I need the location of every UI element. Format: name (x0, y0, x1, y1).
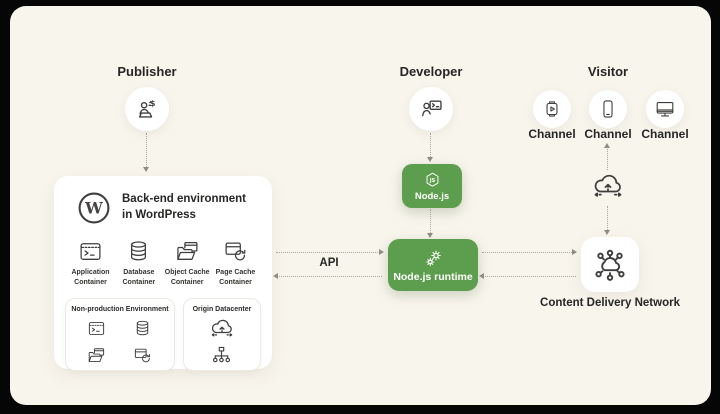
developer-avatar (409, 87, 453, 131)
origin-datacenter-title: Origin Datacenter (192, 306, 252, 314)
nodejs-runtime-box: Node.js runtime (388, 239, 478, 291)
origin-datacenter-icons (209, 316, 235, 367)
nodejs-hexagon-icon: JS (426, 172, 438, 187)
svg-text:W: W (84, 198, 103, 217)
smartphone-icon (603, 100, 613, 118)
page-cache-container-item: Page Cache Container (212, 239, 259, 288)
nodejs-runtime-label: Node.js runtime (393, 271, 473, 283)
arrowhead-up-icon (604, 143, 610, 148)
arrowhead-right-icon (379, 249, 384, 255)
database-container-item: Database Container (115, 239, 162, 288)
cdn-label: Content Delivery Network (540, 297, 680, 309)
channel-circle-desktop (646, 90, 684, 128)
application-container-item: Application Container (67, 239, 114, 288)
wordpress-backend-card: W Back-end environment in WordPress Appl… (54, 176, 272, 372)
wordpress-logo-icon: W (78, 192, 110, 224)
media-player-icon (546, 101, 558, 117)
terminal-window-icon (89, 322, 105, 336)
cloud-upload-icon (211, 320, 233, 337)
browser-refresh-icon (135, 348, 151, 363)
wordpress-containers-row: Application Container Database Container (54, 226, 272, 288)
object-cache-container-item: Object Cache Container (164, 239, 211, 288)
connector-publisher-to-wordpress (146, 133, 147, 169)
connector-cloud-to-cdn (607, 206, 608, 232)
desktop-monitor-icon (656, 102, 674, 117)
architecture-diagram-canvas: Publisher $ W Back-end environment in Wo… (10, 6, 711, 405)
cloud-distribution-wrap (591, 170, 625, 204)
origin-datacenter-box: Origin Datacenter (182, 298, 261, 372)
svg-text:$: $ (149, 99, 154, 108)
channel-label: Channel (641, 127, 689, 141)
nodejs-box-label: Node.js (414, 190, 450, 202)
connector-cloud-to-channel (607, 146, 608, 170)
cdn-box (581, 237, 639, 292)
cdn-cloud-pins-icon (595, 249, 625, 281)
connector-runtime-to-cdn (482, 252, 576, 253)
nodejs-box: JS Node.js (402, 164, 462, 208)
publisher-label: Publisher (117, 64, 177, 79)
open-folder-icon (89, 348, 105, 363)
publisher-avatar: $ (125, 87, 169, 131)
terminal-window-icon (80, 243, 101, 260)
wordpress-card-header: W Back-end environment in WordPress (54, 176, 272, 226)
arrowhead-down-icon (604, 230, 610, 235)
database-icon (131, 241, 147, 261)
connector-cdn-to-runtime (482, 276, 576, 277)
non-production-icons (87, 319, 152, 365)
visitor-label: Visitor (587, 64, 629, 79)
browser-refresh-icon (225, 242, 246, 261)
channel-circle-media (533, 90, 571, 128)
database-icon (137, 321, 149, 336)
arrowhead-right-icon (572, 249, 577, 255)
non-production-environment-box: Non-production Environment (65, 298, 175, 372)
connector-nodejs-to-runtime (430, 209, 431, 235)
cloud-upload-distribution-icon (594, 174, 622, 197)
channel-circle-mobile (589, 90, 627, 128)
non-production-title: Non-production Environment (71, 306, 169, 314)
gears-icon (426, 250, 441, 267)
arrowhead-down-icon (143, 167, 149, 172)
channel-label: Channel (584, 127, 632, 141)
connector-wordpress-to-runtime (276, 252, 382, 253)
wordpress-subboxes-row: Non-production Environment (54, 288, 272, 372)
network-tree-icon (213, 347, 231, 363)
connector-runtime-to-wordpress (276, 276, 382, 277)
svg-text:JS: JS (428, 178, 435, 184)
api-label: API (319, 257, 339, 269)
wordpress-card-title: Back-end environment in WordPress (122, 193, 246, 221)
developer-person-screen-icon (421, 99, 442, 116)
arrowhead-left-icon (479, 273, 484, 279)
connector-developer-to-nodejs (430, 133, 431, 159)
folder-window-icon (176, 242, 198, 260)
arrowhead-down-icon (427, 233, 433, 238)
arrowhead-down-icon (427, 157, 433, 162)
publisher-person-laptop-icon: $ (138, 99, 155, 118)
developer-label: Developer (399, 64, 463, 79)
arrowhead-left-icon (273, 273, 278, 279)
channel-label: Channel (528, 127, 576, 141)
